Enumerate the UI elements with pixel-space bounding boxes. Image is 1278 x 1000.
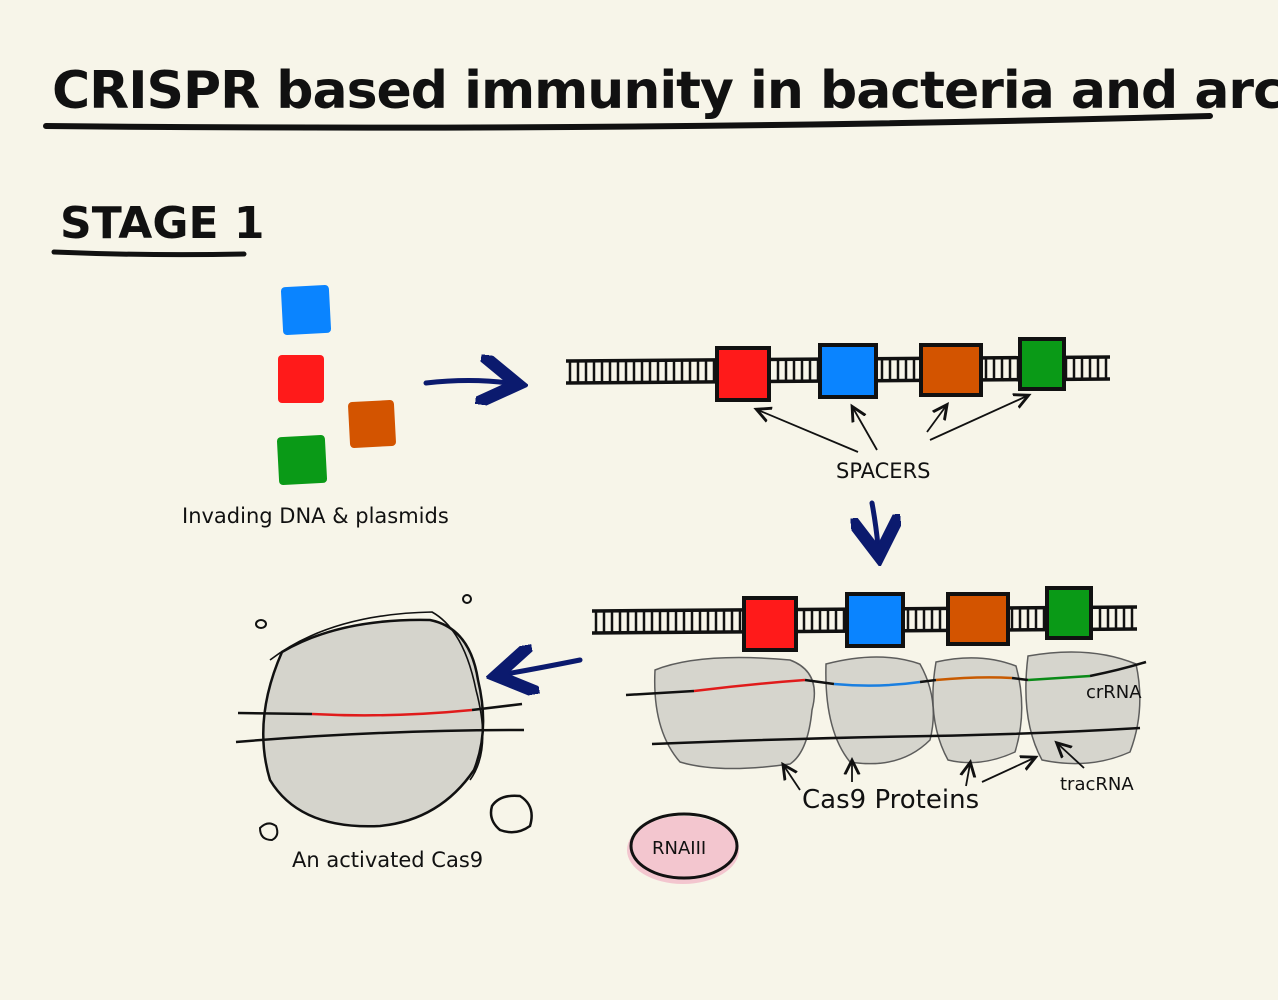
activated-label: An activated Cas9 (292, 848, 483, 872)
debris (258, 822, 279, 842)
activated-cas9-body (262, 618, 485, 828)
activated-crrna-red (311, 708, 473, 717)
cas9-proteins-label: Cas9 Proteins (802, 785, 979, 815)
fragment-green (276, 434, 328, 486)
debris (489, 794, 533, 834)
arrow-to-activated (506, 660, 583, 674)
cas9-protein (1025, 651, 1141, 765)
badge-label: RNAIII (652, 838, 706, 859)
invading-dna-fragments (276, 284, 396, 486)
spacer-blue (818, 343, 878, 399)
fragment-blue (280, 284, 332, 336)
cas9-pointers (784, 758, 1034, 791)
cas9-proteins (653, 651, 1141, 770)
crrna-strand (625, 660, 1147, 697)
activated-crrna (237, 711, 313, 716)
spacer-green (1018, 337, 1066, 391)
fragment-red (278, 355, 324, 403)
title-underline (43, 113, 1213, 131)
stage-underline (51, 249, 247, 258)
stage-label: STAGE 1 (60, 198, 264, 249)
debris (255, 619, 267, 629)
fragment-orange (348, 400, 396, 448)
spacer-orange (946, 592, 1010, 646)
debris (462, 594, 472, 604)
arrow-down (872, 500, 878, 546)
crispr-array-bottom (591, 586, 1138, 652)
tracrna-strand (651, 726, 1141, 746)
crrna-label: crRNA (1086, 682, 1142, 703)
cas9-protein (825, 656, 935, 765)
spacers-label: SPACERS (836, 459, 931, 483)
spacer-red (742, 596, 798, 652)
page-title: CRISPR based immunity in bacteria and ar… (52, 61, 1278, 121)
spacer-pointers (758, 396, 1027, 453)
cas9-protein (932, 657, 1023, 764)
activated-crrna-tail (471, 702, 523, 712)
tracrna-label: tracRNA (1060, 774, 1134, 795)
arrow-to-crispr-array (423, 381, 508, 384)
crispr-array-top (565, 337, 1111, 402)
spacer-green (1045, 586, 1093, 640)
spacer-blue (845, 592, 905, 648)
invading-label: Invading DNA & plasmids (182, 504, 449, 528)
spacer-orange (919, 343, 983, 397)
spacer-red (715, 346, 771, 402)
badge-shadow (627, 816, 739, 884)
activated-cas9 (235, 594, 533, 842)
cas9-protein (653, 656, 816, 770)
activated-tracrna (235, 728, 525, 744)
rnaiii-badge: RNAIII (627, 812, 739, 884)
tracrna-pointer (1058, 744, 1085, 769)
activated-cas9-outline (269, 611, 484, 781)
badge-outline (629, 812, 739, 880)
